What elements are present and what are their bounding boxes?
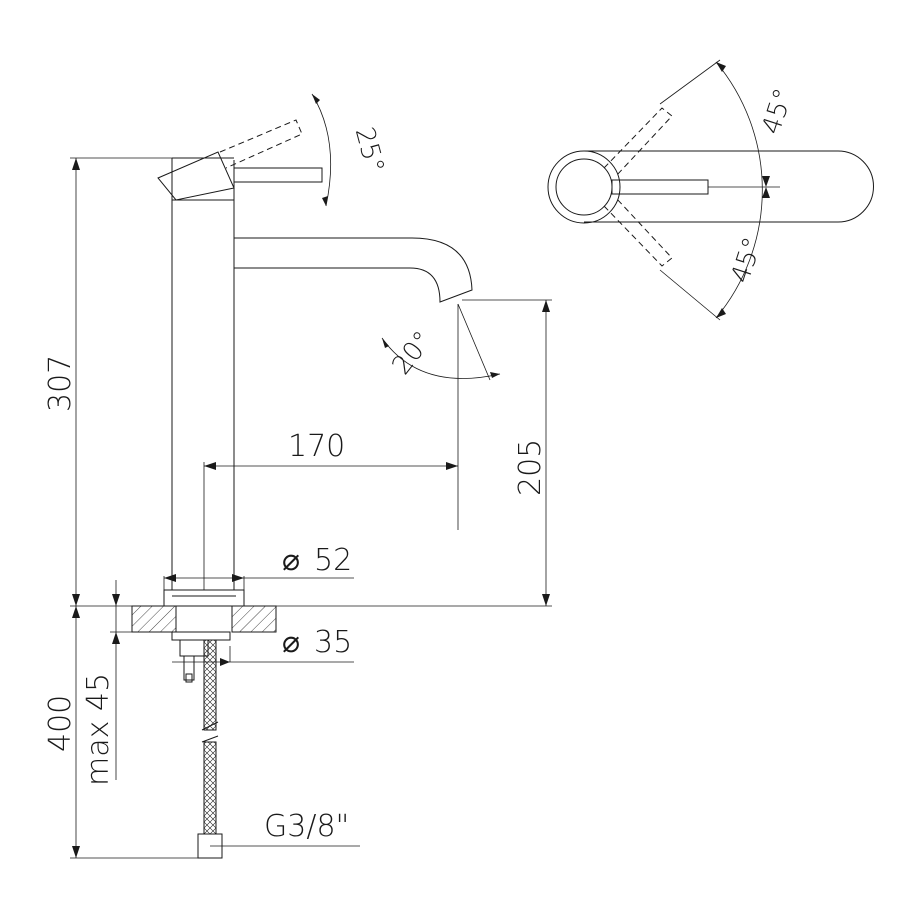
spray-angle-arc: [381, 337, 501, 379]
stream-angle-line: [457, 303, 491, 381]
hose-lower: [203, 741, 217, 835]
threaded-stud: [183, 655, 195, 681]
base-diameter-label: 35: [314, 625, 352, 660]
rotation-angle-top-label: 45°: [757, 85, 800, 138]
arrow: [72, 594, 80, 606]
arrow: [204, 462, 216, 470]
arrow: [762, 176, 770, 187]
arrow: [762, 187, 770, 198]
lever-angle-arc: [311, 93, 332, 207]
arrow: [232, 574, 244, 582]
deck-thickness-label: max 45: [81, 673, 116, 786]
base-ring: [163, 589, 245, 607]
arrow: [542, 594, 550, 606]
lever-base: [157, 151, 235, 201]
arrow: [716, 62, 726, 72]
top-lever-closed: [611, 179, 709, 195]
arrow: [112, 594, 120, 606]
arrow: [542, 300, 550, 312]
mounting-washer: [171, 631, 231, 641]
side-view: 20° 25° 307 170 205 ⌀ 52: [43, 93, 552, 859]
lever-handle: [234, 167, 323, 183]
base-diameter-symbol: ⌀: [282, 625, 300, 660]
top-spout-outline: [584, 150, 874, 223]
arrow: [322, 196, 328, 206]
hose-upper: [203, 639, 217, 731]
arrow: [312, 94, 320, 104]
body-diameter-symbol: ⌀: [282, 543, 300, 578]
arrow: [72, 606, 80, 618]
ext-line: [659, 59, 721, 105]
arrow: [112, 632, 120, 644]
connection-thread-label: G3/8": [264, 809, 349, 844]
spout: [234, 237, 473, 303]
top-lever-open-upper: [603, 107, 673, 177]
hose-length-label: 400: [43, 695, 78, 752]
hose-break: [201, 721, 219, 743]
spray-angle-label: 20°: [387, 326, 439, 381]
total-height-label: 307: [43, 355, 78, 412]
arrow: [72, 846, 80, 858]
arrow: [382, 338, 389, 348]
arrow: [72, 158, 80, 170]
rotation-angle-bottom-label: 45°: [726, 234, 769, 287]
top-lever-open-lower: [603, 197, 673, 267]
rotation-arc: [715, 61, 763, 319]
arrow: [220, 658, 230, 666]
stud-tip: [185, 673, 193, 683]
lever-angle-label: 25°: [349, 124, 390, 176]
arrow: [446, 462, 458, 470]
ext-line: [659, 269, 721, 321]
spout-reach-label: 170: [288, 429, 345, 464]
body-diameter-label: 52: [314, 543, 352, 578]
top-body-outer: [547, 150, 621, 224]
top-view: 45° 45°: [547, 59, 874, 321]
lever-handle-open: [219, 119, 303, 169]
arrow: [490, 372, 500, 378]
spout-height-label: 205: [513, 439, 548, 496]
arrow: [716, 308, 726, 318]
top-body-inner: [555, 158, 613, 216]
arrow: [164, 574, 176, 582]
countertop-right: [231, 605, 277, 633]
countertop-left: [131, 605, 177, 633]
